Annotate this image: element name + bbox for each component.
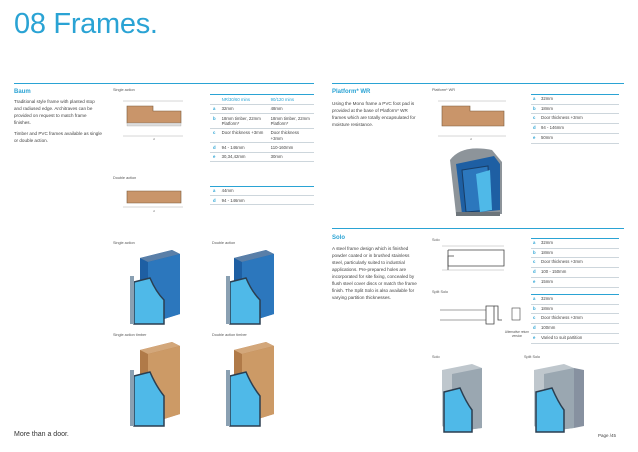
platform-divider [332,83,624,84]
solo-divider [332,228,624,229]
double-action-render [226,250,274,325]
platform-description: Using the Mono frame a PVC foot pad is p… [332,100,420,132]
platform-section-drawing: d [438,100,506,141]
single-action-timber-render [130,342,180,427]
column-header: 90/120 mins [267,94,314,105]
render-caption: Single action timber [113,333,147,337]
baum-paragraph-2: Timber and PVC frames available as singl… [14,131,102,143]
split-solo-section-drawing [440,305,521,325]
render-caption: Split Solo [524,355,541,359]
solo-render [442,364,482,433]
footer-tagline: More than a door. [14,431,69,438]
baum-double-section-drawing: d [123,190,183,213]
solo-section-drawing [442,245,505,271]
baum-divider [14,83,314,84]
svg-text:d: d [153,209,155,213]
double-action-timber-render [226,342,274,427]
render-caption: Double action [212,241,236,245]
baum-description: Traditional style frame with planted sto… [14,98,102,148]
solo-paragraph: A steel frame design which is finished p… [332,246,417,300]
single-action-render [130,250,180,325]
baum-single-caption: Single action [113,88,135,92]
platform-render [450,148,502,216]
platform-title: Platform* WR [332,89,371,95]
render-caption: Solo [432,355,440,359]
column-header: NR/30/60 mins [218,94,268,105]
page-title: 08 Frames. [14,8,158,40]
split-solo-render [534,364,584,433]
solo-description: A steel frame design which is finished p… [332,245,420,305]
page-number: Page /45 [598,433,617,438]
split-solo-caption: Split Solo [432,290,449,294]
render-caption: Single action [113,241,135,245]
svg-text:d: d [470,137,472,141]
solo-caption: Solo [432,238,440,242]
baum-double-caption: Double action [113,176,137,180]
baum-title: Baum [14,89,31,95]
platform-paragraph: Using the Mono frame a PVC foot pad is p… [332,101,416,127]
solo-title: Solo [332,235,345,241]
baum-single-section-drawing: d [123,100,183,141]
render-caption: Double action timber [212,333,247,337]
svg-text:d: d [153,137,155,141]
baum-paragraph-1: Traditional style frame with planted sto… [14,99,95,125]
platform-caption: Platform* WR [432,88,455,92]
split-solo-note: Alternative return version [504,330,530,338]
